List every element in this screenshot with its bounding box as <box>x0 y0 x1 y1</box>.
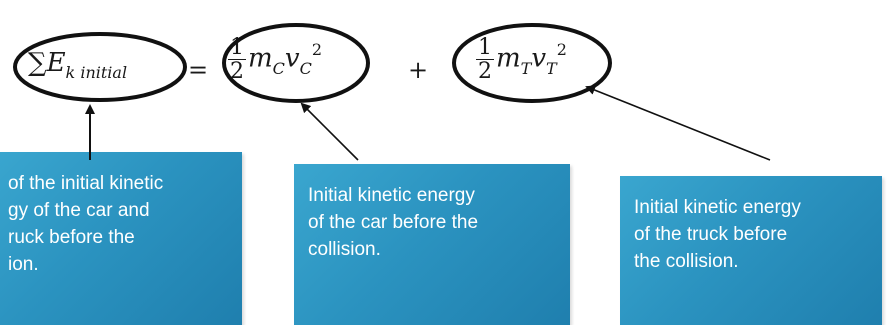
truck-kinetic-energy-term: 1 2 mTvT2 <box>476 36 567 83</box>
truck-velocity-symbol: v <box>531 43 547 74</box>
plus-sign: + <box>408 56 429 84</box>
truck-velocity-exponent: 2 <box>556 39 567 59</box>
fraction-denominator: 2 <box>230 59 244 85</box>
total-kinetic-energy-term: ∑Ek initial <box>28 48 127 81</box>
total-term-ellipse <box>13 32 187 102</box>
total-label-line-3: ruck before the <box>8 227 135 248</box>
truck-label-line-3: the collision. <box>634 251 739 272</box>
car-mass-subscript: C <box>272 58 285 78</box>
car-velocity-symbol: v <box>284 43 300 74</box>
energy-subscript: k initial <box>65 63 128 82</box>
equals-sign: = <box>188 56 209 84</box>
car-velocity-subscript: C <box>299 58 312 78</box>
car-kinetic-energy-term: 1 2 mCvC2 <box>228 36 322 83</box>
truck-mass-subscript: T <box>520 58 532 78</box>
total-label-line-2: gy of the car and <box>8 200 150 221</box>
car-pointer-arrow <box>300 102 359 161</box>
total-label-line-4: ion. <box>8 254 39 275</box>
truck-pointer-arrow <box>585 85 771 161</box>
truck-label-line-1: Initial kinetic energy <box>634 197 801 218</box>
car-velocity-exponent: 2 <box>311 39 323 59</box>
truck-label-line-2: of the truck before <box>634 224 788 245</box>
truck-energy-label-box: Initial kinetic energy of the truck befo… <box>620 176 882 325</box>
total-energy-label-box: of the initial kinetic gy of the car and… <box>0 152 242 325</box>
car-label-line-2: of the car before the <box>308 212 479 233</box>
energy-symbol: E <box>46 48 66 78</box>
half-fraction-car: 1 2 <box>228 36 246 83</box>
truck-mass-symbol: m <box>496 43 521 74</box>
truck-term-ellipse <box>452 23 612 103</box>
car-label-line-1: Initial kinetic energy <box>308 185 475 206</box>
half-fraction-truck: 1 2 <box>476 36 494 83</box>
sum-symbol: ∑ <box>28 48 47 78</box>
car-mass-symbol: m <box>248 43 273 74</box>
car-label-line-3: collision. <box>308 239 381 260</box>
fraction-numerator: 1 <box>476 35 494 61</box>
car-term-ellipse <box>222 23 370 103</box>
total-label-line-1: of the initial kinetic <box>8 173 164 194</box>
truck-velocity-subscript: T <box>546 58 557 78</box>
fraction-denominator: 2 <box>478 59 492 85</box>
car-energy-label-box: Initial kinetic energy of the car before… <box>294 164 570 325</box>
